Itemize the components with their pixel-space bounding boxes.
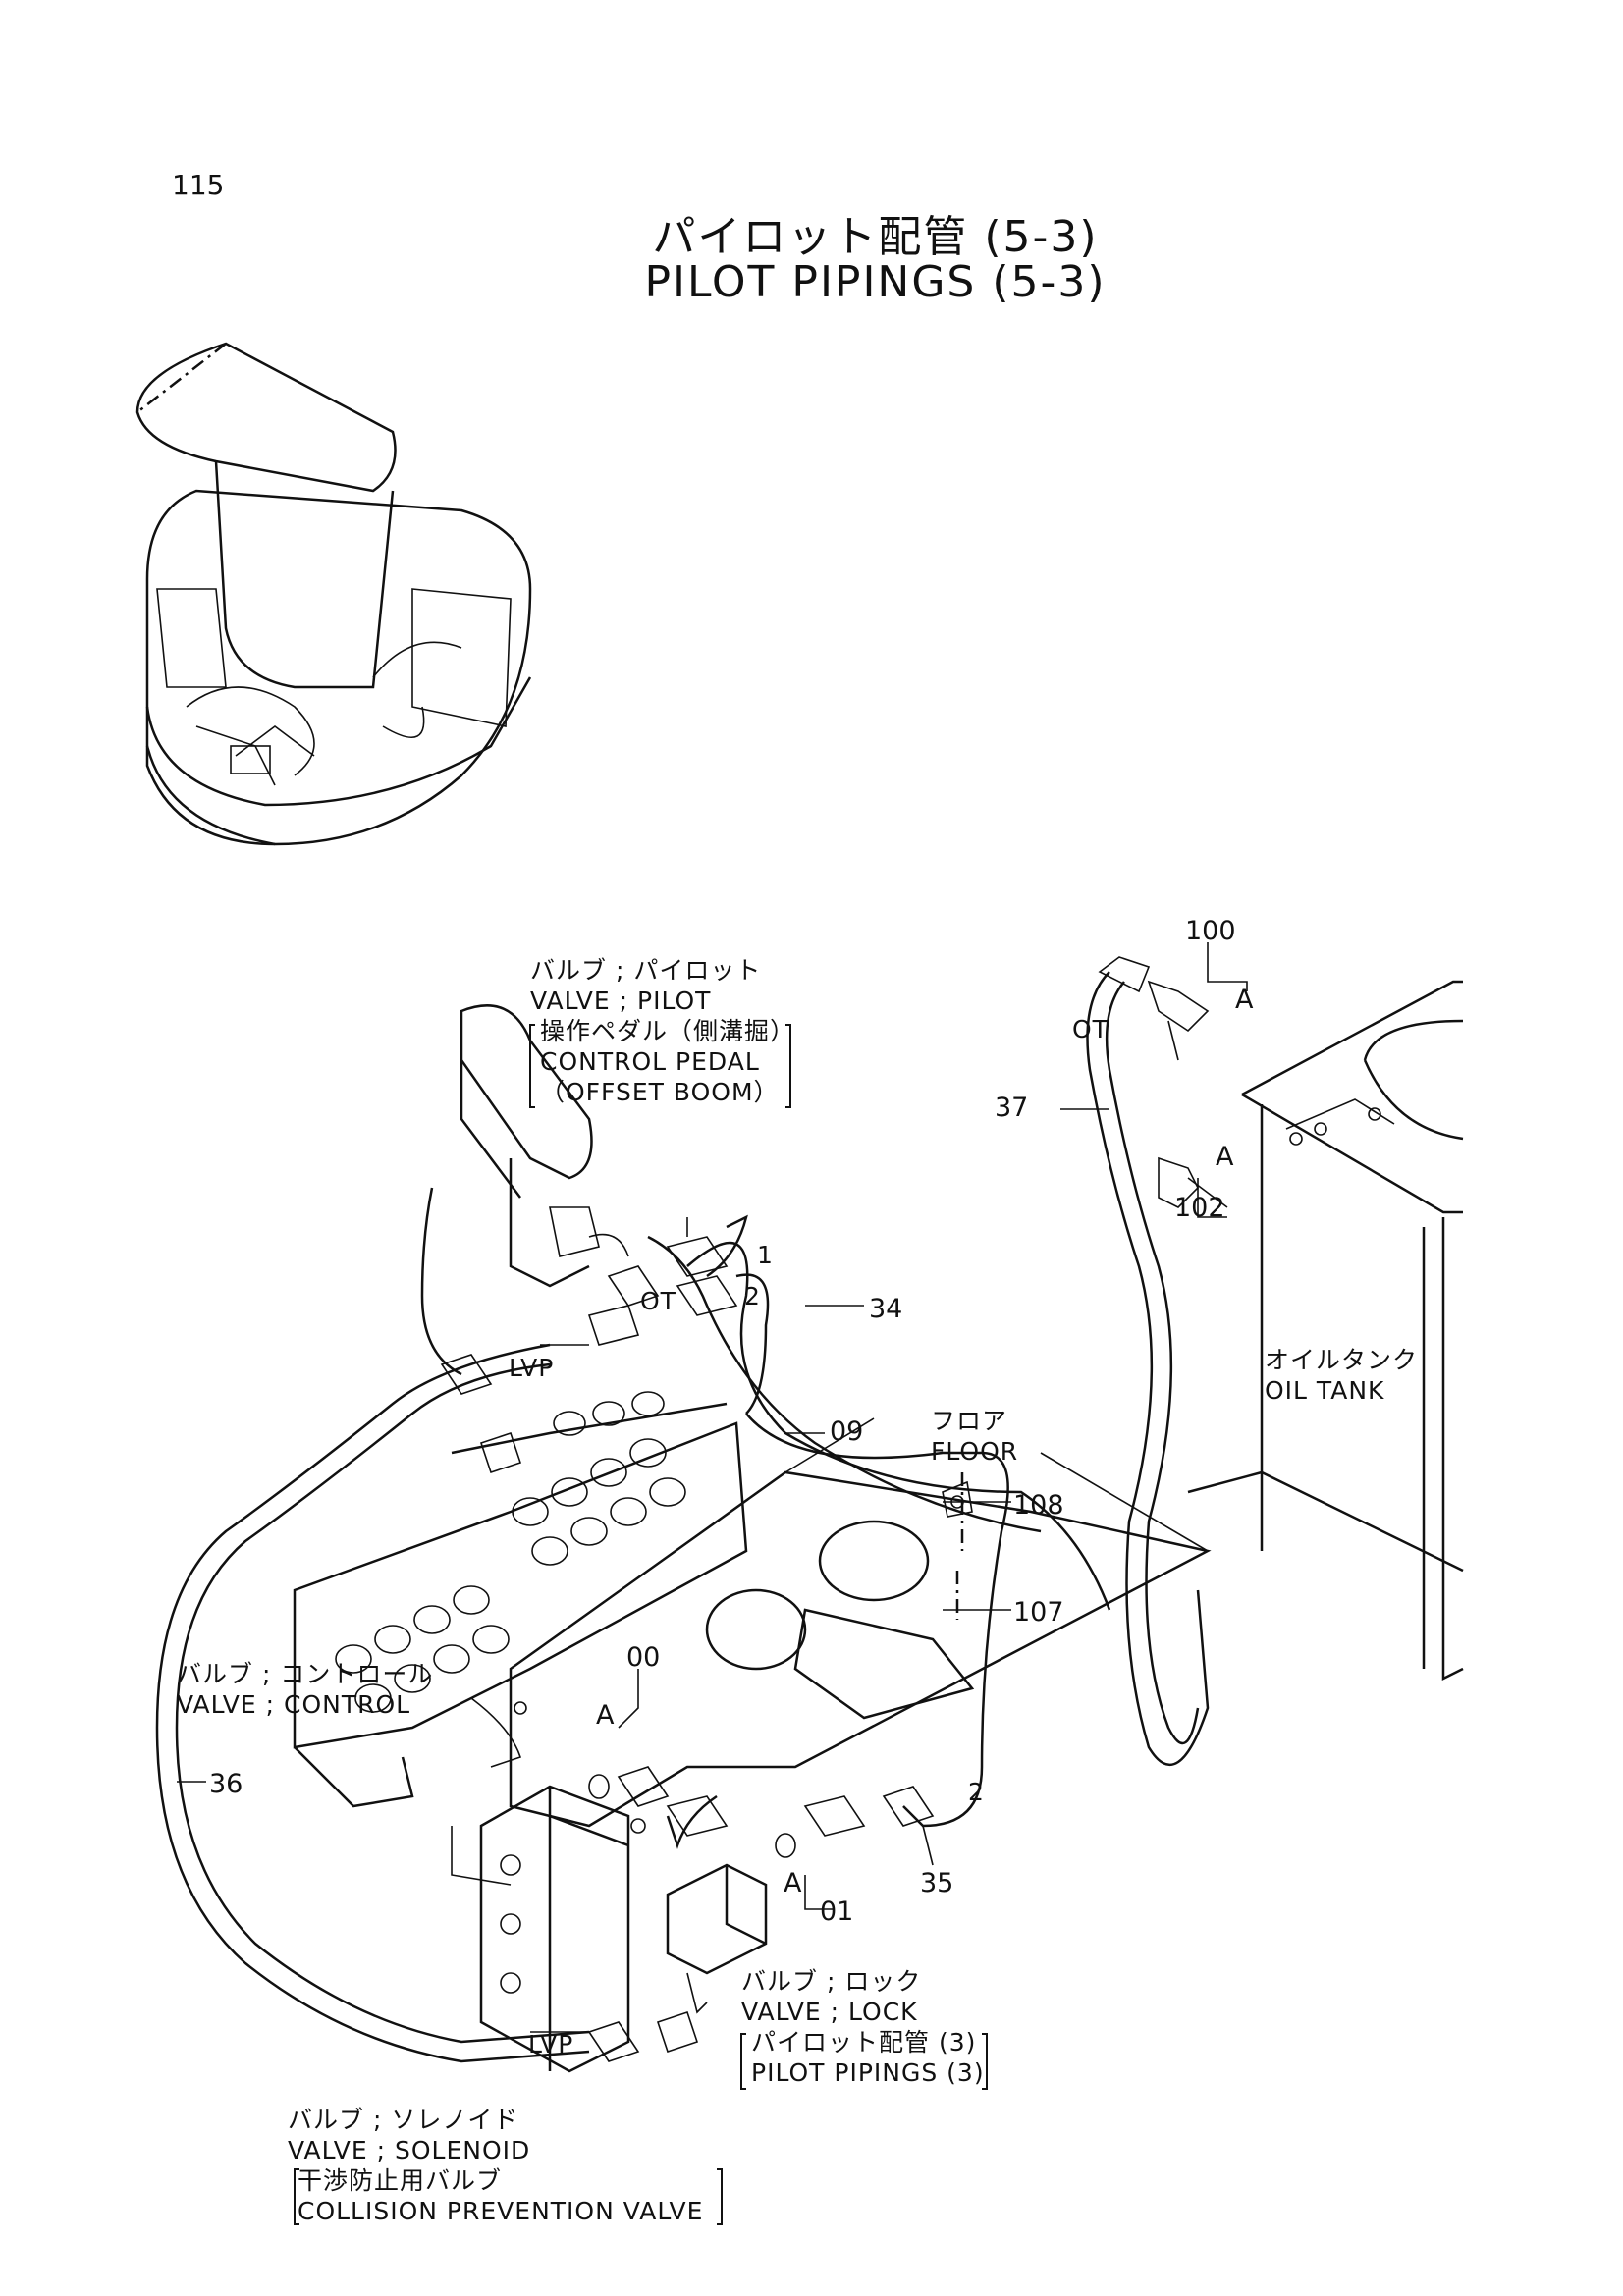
callout-100: 100 xyxy=(1185,916,1236,946)
label-valve-lock-sub-jp: パイロット配管 (3) xyxy=(751,2028,977,2056)
label-valve-pilot-sub-en2: （OFFSET BOOM） xyxy=(540,1078,780,1106)
hose-end-label-1: 1 xyxy=(757,1241,774,1269)
solenoid-valve-illustration xyxy=(479,1785,630,2073)
oil-tank-illustration xyxy=(1187,980,1464,1682)
cab-overview-illustration xyxy=(135,342,532,846)
label-valve-control: バルブ ; コントロール VALVE ; CONTROL xyxy=(177,1659,433,1720)
fittings xyxy=(440,956,1228,2062)
label-valve-lock-sub-en: PILOT PIPINGS (3) xyxy=(751,2058,985,2087)
callout-a-100: A xyxy=(1235,985,1254,1015)
callout-36: 36 xyxy=(209,1769,243,1799)
callout-01: 01 xyxy=(820,1896,854,1927)
control-valve-illustration xyxy=(293,1391,748,1886)
label-valve-pilot: バルブ ; パイロット VALVE ; PILOT 操作ペダル（側溝掘） CON… xyxy=(530,955,795,1107)
label-valve-pilot-en: VALVE ; PILOT xyxy=(530,987,712,1015)
label-valve-pilot-sub-jp: 操作ペダル（側溝掘） xyxy=(540,1017,796,1045)
label-brackets xyxy=(294,1024,988,2225)
hose-end-label-2b: 2 xyxy=(968,1778,985,1806)
port-label-lvp-upper: LVP xyxy=(509,1354,555,1382)
hoses xyxy=(155,971,1210,2063)
floor-plate-illustration xyxy=(509,1470,1212,1834)
label-valve-pilot-jp: バルブ ; パイロット xyxy=(530,956,762,985)
label-floor: フロア FLOOR xyxy=(931,1406,1018,1467)
callout-108: 108 xyxy=(1013,1490,1064,1521)
port-label-ot-tank: OT xyxy=(1072,1015,1109,1043)
page-number: 115 xyxy=(172,169,225,201)
page-title-jp: パイロット配管 (5-3) xyxy=(652,212,1099,262)
label-valve-control-jp: バルブ ; コントロール xyxy=(177,1660,434,1688)
callout-34: 34 xyxy=(869,1294,903,1324)
label-valve-lock: バルブ ; ロック VALVE ; LOCK パイロット配管 (3) PILOT… xyxy=(741,1966,985,2088)
label-oil-tank: オイルタンク OIL TANK xyxy=(1265,1345,1418,1406)
callout-a-01: A xyxy=(784,1868,802,1898)
leader-lines xyxy=(177,942,1248,2033)
callout-37: 37 xyxy=(995,1093,1029,1123)
callout-00: 00 xyxy=(626,1642,661,1673)
label-floor-jp: フロア xyxy=(931,1407,1008,1435)
label-valve-solenoid-jp: バルブ ; ソレノイド xyxy=(288,2106,519,2134)
label-valve-solenoid-en: VALVE ; SOLENOID xyxy=(288,2136,531,2164)
port-label-ot-pedal: OT xyxy=(640,1287,676,1315)
label-valve-solenoid-sub-jp: 干渉防止用バルブ xyxy=(298,2166,503,2195)
label-oil-tank-jp: オイルタンク xyxy=(1265,1346,1419,1374)
label-valve-lock-jp: バルブ ; ロック xyxy=(741,1967,922,1996)
pilot-pedal-illustration xyxy=(460,1004,629,1288)
label-valve-solenoid: バルブ ; ソレノイド VALVE ; SOLENOID 干渉防止用バルブ CO… xyxy=(288,2105,703,2226)
callout-a-00: A xyxy=(596,1700,615,1731)
label-valve-control-en: VALVE ; CONTROL xyxy=(177,1690,411,1719)
callout-102: 102 xyxy=(1174,1193,1225,1223)
label-oil-tank-en: OIL TANK xyxy=(1265,1376,1385,1405)
label-valve-lock-en: VALVE ; LOCK xyxy=(741,1998,918,2026)
label-valve-pilot-sub-en1: CONTROL PEDAL xyxy=(540,1047,760,1076)
callout-35: 35 xyxy=(920,1868,954,1898)
label-valve-solenoid-sub-en: COLLISION PREVENTION VALVE xyxy=(298,2197,704,2225)
label-floor-en: FLOOR xyxy=(931,1437,1019,1466)
callout-09: 09 xyxy=(830,1416,864,1447)
page-title-en: PILOT PIPINGS (5-3) xyxy=(644,257,1107,307)
hose-end-label-2: 2 xyxy=(744,1282,761,1310)
callout-a-102: A xyxy=(1216,1142,1234,1172)
callout-107: 107 xyxy=(1013,1597,1064,1628)
lock-valve-illustration xyxy=(666,1863,768,2014)
port-label-lvp-lower: LVP xyxy=(528,2030,574,2058)
